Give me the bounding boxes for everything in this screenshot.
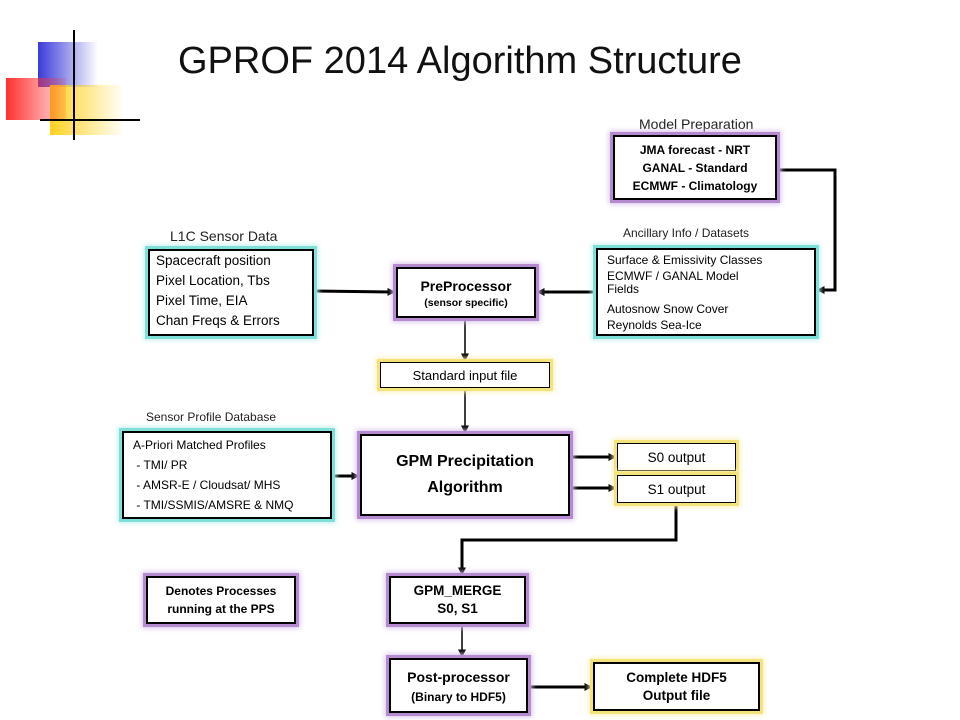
- gpm-merge-line-2: S0, S1: [437, 601, 478, 616]
- ancillary-datasets-box[interactable]: Surface & Emissivity Classes ECMWF / GAN…: [596, 248, 816, 336]
- hdf5-line-2: Output file: [642, 687, 711, 703]
- postprocessor-subtitle: (Binary to HDF5): [411, 689, 506, 704]
- gpm-merge-box[interactable]: GPM_MERGE S0, S1: [389, 576, 526, 624]
- l1c-line-4: Chan Freqs & Errors: [156, 313, 280, 328]
- preprocessor-box[interactable]: PreProcessor (sensor specific): [396, 267, 536, 318]
- arrow-model-to-ancillary: [777, 168, 837, 294]
- deco-red-square: [6, 78, 66, 120]
- gpm-algorithm-line-1: GPM Precipitation: [396, 453, 534, 470]
- profile-db-line-3: - AMSR-E / Cloudsat/ MHS: [133, 478, 281, 492]
- standard-input-label: Standard input file: [412, 367, 518, 383]
- model-prep-caption: Model Preparation: [639, 116, 754, 132]
- profile-db-line-2: - TMI/ PR: [133, 458, 188, 472]
- preprocessor-subtitle: (sensor specific): [424, 296, 508, 309]
- ancillary-line-1: Surface & Emissivity Classes: [607, 253, 763, 267]
- profile-db-caption: Sensor Profile Database: [146, 410, 277, 424]
- page-title: GPROF 2014 Algorithm Structure: [178, 40, 742, 82]
- s0-output-label: S0 output: [647, 449, 706, 465]
- ancillary-line-4: Autosnow Snow Cover: [607, 302, 729, 316]
- arrow-l1c-to-preprocessor: [313, 287, 396, 296]
- hdf5-output-box[interactable]: Complete HDF5 Output file: [593, 662, 760, 711]
- legend-line-1: Denotes Processes: [165, 584, 277, 598]
- s0-output-box[interactable]: S0 output: [617, 443, 736, 471]
- arrow-s1-to-gpm-merge: [458, 503, 678, 576]
- gpm-precipitation-algorithm-box[interactable]: GPM Precipitation Algorithm: [360, 434, 570, 516]
- model-prep-line-3: ECMWF - Climatology: [632, 178, 758, 193]
- hdf5-line-1: Complete HDF5: [626, 669, 727, 685]
- corner-decoration: [6, 30, 140, 140]
- ancillary-line-2: ECMWF / GANAL Model: [607, 269, 739, 283]
- l1c-caption: L1C Sensor Data: [170, 228, 278, 244]
- l1c-line-1: Spacecraft position: [156, 253, 271, 268]
- model-prep-box[interactable]: JMA forecast - NRT GANAL - Standard ECMW…: [613, 135, 777, 200]
- l1c-line-3: Pixel Time, EIA: [156, 293, 248, 308]
- gpm-algorithm-line-2: Algorithm: [427, 479, 503, 496]
- legend-line-2: running at the PPS: [167, 602, 275, 616]
- postprocessor-title: Post-processor: [407, 668, 510, 685]
- postprocessor-box[interactable]: Post-processor (Binary to HDF5): [389, 658, 528, 713]
- ancillary-caption: Ancillary Info / Datasets: [623, 226, 750, 240]
- model-prep-line-1: JMA forecast - NRT: [639, 142, 751, 157]
- ancillary-line-5: Reynolds Sea-Ice: [607, 318, 702, 332]
- standard-input-file-box[interactable]: Standard input file: [380, 362, 550, 388]
- preprocessor-title: PreProcessor: [420, 277, 512, 294]
- model-prep-line-2: GANAL - Standard: [642, 160, 748, 175]
- sensor-profile-database-box[interactable]: A-Priori Matched Profiles - TMI/ PR - AM…: [122, 431, 332, 519]
- gpm-merge-line-1: GPM_MERGE: [413, 583, 502, 598]
- s1-output-label: S1 output: [647, 481, 706, 497]
- s1-output-box[interactable]: S1 output: [617, 475, 736, 503]
- l1c-line-2: Pixel Location, Tbs: [156, 273, 270, 288]
- profile-db-line-4: - TMI/SSMIS/AMSRE & NMQ: [133, 498, 294, 512]
- l1c-sensor-data-box[interactable]: Spacecraft position Pixel Location, Tbs …: [148, 249, 314, 336]
- profile-db-line-1: A-Priori Matched Profiles: [133, 438, 266, 452]
- legend-pps-box: Denotes Processes running at the PPS: [146, 576, 296, 624]
- ancillary-line-3: Fields: [607, 282, 640, 296]
